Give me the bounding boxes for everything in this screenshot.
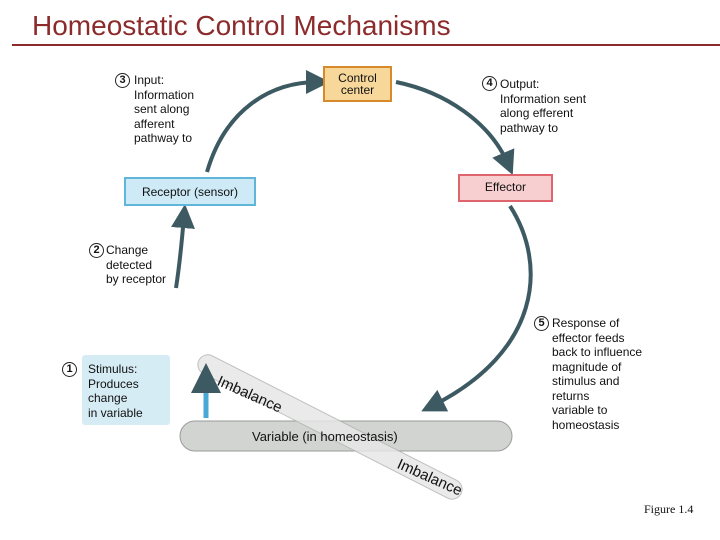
efferent-pathway-arrow: [395, 80, 515, 176]
receptor-box: Receptor (sensor): [124, 177, 256, 206]
receptor-label: Receptor (sensor): [141, 185, 239, 199]
effector-box: Effector: [458, 174, 553, 202]
step-1-text: Stimulus: Produces change in variable: [88, 362, 143, 420]
step-2-number: 2: [89, 243, 104, 258]
variable-label: Variable (in homeostasis): [252, 429, 398, 444]
step-5-number: 5: [534, 316, 549, 331]
detection-arrow: [171, 204, 195, 289]
step-3-text: Input: Information sent along afferent p…: [134, 73, 195, 145]
stimulus-box: [82, 355, 170, 425]
effector-label: Effector: [484, 180, 527, 194]
control-center-label: Control center: [338, 71, 377, 97]
step-5-text: Response of effector feeds back to influ…: [552, 316, 643, 432]
figure-label: Figure 1.4: [644, 502, 694, 516]
step-4-number: 4: [482, 76, 497, 91]
step-3-number: 3: [115, 73, 130, 88]
imbalance-beam: [197, 354, 463, 500]
page-title: Homeostatic Control Mechanisms: [32, 10, 451, 41]
step-2-text: Change detected by receptor: [106, 243, 167, 286]
afferent-pathway-arrow: [205, 70, 330, 173]
step-4-text: Output: Information sent along efferent …: [500, 77, 587, 135]
control-center-box: Control center: [323, 66, 392, 102]
feedback-arrow: [421, 204, 533, 412]
step-1-number: 1: [62, 362, 77, 377]
title-underline: [12, 44, 720, 46]
